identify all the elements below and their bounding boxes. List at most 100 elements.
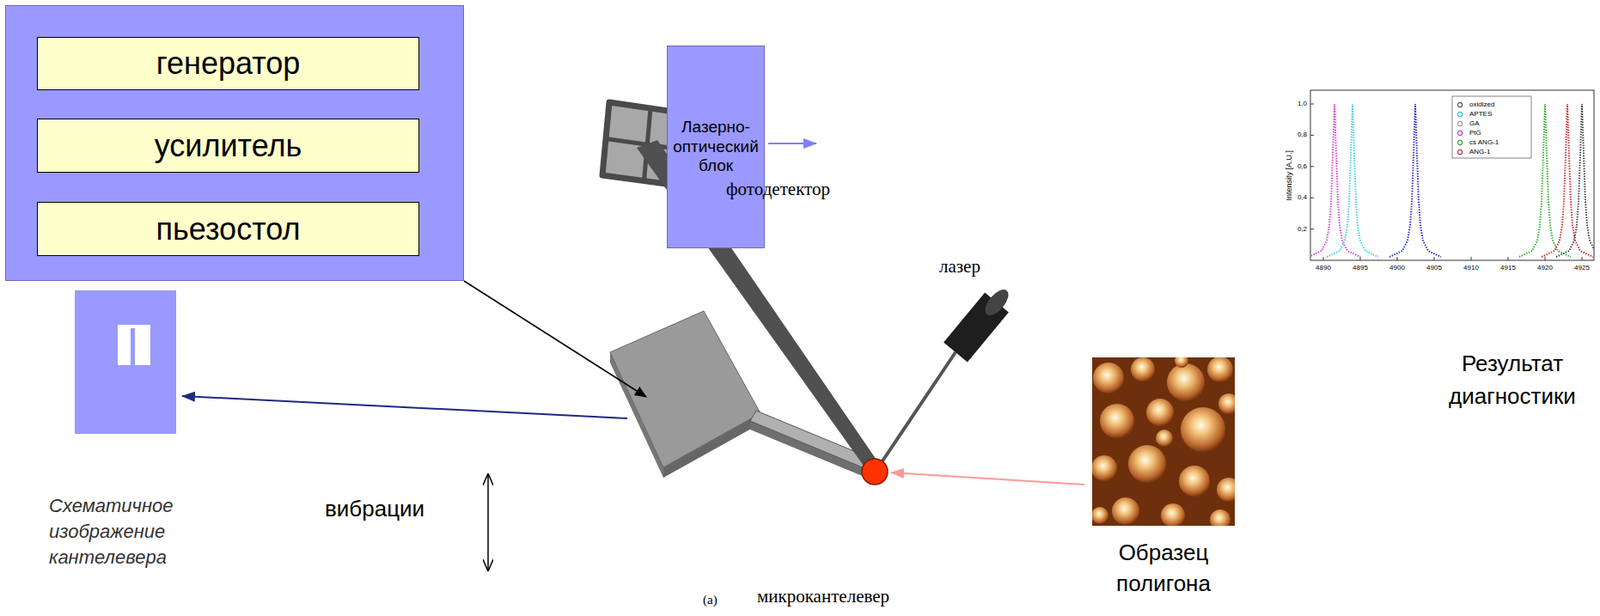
sample-grain bbox=[1130, 357, 1155, 382]
sample-grain bbox=[1218, 393, 1235, 415]
legend-frame bbox=[1452, 96, 1532, 159]
sample-grain bbox=[1216, 477, 1235, 502]
axis-tick-label: 4915 bbox=[1496, 263, 1521, 273]
sample-grain bbox=[1092, 506, 1109, 525]
module-box: генератор bbox=[36, 36, 420, 91]
legend-marker bbox=[1455, 128, 1465, 138]
legend-row: GA bbox=[1455, 118, 1499, 129]
legend-marker-dot bbox=[1457, 149, 1462, 154]
box-text: пьезостол bbox=[156, 211, 301, 247]
legend-text: GA bbox=[1469, 118, 1480, 129]
box-text: генератор bbox=[156, 45, 301, 81]
axis-tick-label: 4890 bbox=[1311, 263, 1336, 273]
peak bbox=[1556, 103, 1594, 257]
leader-line bbox=[182, 396, 628, 419]
tick bbox=[1310, 103, 1314, 105]
tick bbox=[1545, 256, 1546, 261]
sample-ground bbox=[1092, 357, 1235, 526]
device-block: генератор усилитель пьезостол bbox=[5, 5, 465, 281]
platform-top bbox=[610, 311, 761, 468]
box-text: Лазерно-оптический блок bbox=[671, 117, 760, 177]
tick bbox=[1310, 165, 1314, 167]
sample-grain bbox=[1209, 509, 1231, 526]
sample-grain bbox=[1128, 445, 1167, 483]
legend-marker-dot bbox=[1457, 121, 1462, 126]
result-caption: Результат диагностики bbox=[1426, 347, 1599, 413]
sample-grain bbox=[1160, 503, 1185, 526]
optical-unit-box: Лазерно-оптический блок bbox=[666, 45, 765, 249]
legend-row: oxidized bbox=[1455, 99, 1499, 110]
vibration-arrow bbox=[487, 474, 489, 571]
legend-row: ANG-1 bbox=[1455, 146, 1499, 157]
laser-beam bbox=[878, 352, 956, 468]
box-text: усилитель bbox=[154, 128, 303, 164]
axis-tick-label: 0,2 bbox=[1288, 225, 1307, 234]
legend-row: cs ANG-1 bbox=[1455, 137, 1499, 147]
axis-tick-label: 0,8 bbox=[1288, 130, 1307, 140]
peak bbox=[1541, 103, 1594, 257]
legend-marker-dot bbox=[1457, 140, 1462, 145]
legend-row: APTES bbox=[1455, 109, 1499, 119]
part-label: лазер bbox=[939, 256, 981, 277]
axis-tick-label: 4905 bbox=[1422, 263, 1447, 273]
cantilever-slot bbox=[117, 324, 151, 366]
peak bbox=[1326, 103, 1379, 257]
leader-line bbox=[464, 280, 647, 397]
legend-text: cs ANG-1 bbox=[1469, 137, 1499, 147]
caption-text: Схематичное изображение кантелевера bbox=[48, 493, 196, 571]
image-caption: Образец полигона bbox=[1090, 537, 1237, 599]
module-box: пьезостол bbox=[36, 201, 420, 257]
sample-grain bbox=[1174, 357, 1189, 368]
part-label: микрокантелевер bbox=[757, 586, 890, 607]
axis-tick-label: 4925 bbox=[1569, 263, 1594, 273]
axis-ticks bbox=[1310, 103, 1582, 261]
legend-text: oxidized bbox=[1469, 99, 1495, 110]
cantilever-schematic: Схематичное изображение кантелевера bbox=[48, 290, 221, 575]
probe-spot bbox=[861, 458, 888, 485]
sample-grain bbox=[1146, 398, 1174, 427]
cantilever-beam-mark bbox=[130, 328, 135, 366]
module-box: усилитель bbox=[36, 118, 420, 173]
sample-grain bbox=[1093, 362, 1124, 394]
legend-text: PtG bbox=[1469, 128, 1482, 138]
axis-tick-label: 1,0 bbox=[1288, 99, 1307, 109]
legend-marker-dot bbox=[1457, 130, 1462, 135]
leader-line bbox=[891, 472, 1085, 485]
tick bbox=[1310, 228, 1314, 230]
chart-legend: oxidizedAPTESGAPtGcs ANG-1ANG-1 bbox=[1455, 99, 1499, 157]
tick bbox=[1471, 256, 1472, 261]
axis-tick-label: 4910 bbox=[1459, 263, 1484, 273]
tick bbox=[1434, 256, 1436, 261]
legend-row: PtG bbox=[1455, 128, 1499, 138]
leader-line bbox=[768, 142, 817, 145]
figure-tag: (a) bbox=[702, 592, 718, 608]
sample-grain bbox=[1111, 497, 1140, 526]
peak bbox=[1389, 103, 1442, 257]
legend-marker bbox=[1455, 119, 1465, 129]
legend-text: APTES bbox=[1469, 109, 1492, 119]
axis-tick-label: 0,4 bbox=[1288, 193, 1307, 202]
tick bbox=[1581, 256, 1583, 261]
tick bbox=[1310, 134, 1314, 136]
tick bbox=[1310, 197, 1314, 199]
axis-title: Intensity [A.U.] bbox=[1284, 136, 1294, 214]
legend-marker-dot bbox=[1457, 111, 1462, 117]
sample-grain bbox=[1092, 455, 1118, 482]
sample-grain bbox=[1207, 357, 1234, 383]
sample-grain bbox=[1180, 407, 1226, 452]
motion-label: вибрации bbox=[324, 496, 425, 523]
axis-tick-label: 4900 bbox=[1385, 263, 1410, 273]
tick bbox=[1323, 256, 1325, 261]
tick bbox=[1508, 256, 1509, 261]
part-label: фотодетектор bbox=[726, 178, 831, 200]
legend-marker bbox=[1455, 147, 1465, 157]
legend-marker bbox=[1455, 100, 1465, 110]
sample-grain bbox=[1099, 403, 1135, 439]
tick bbox=[1397, 256, 1399, 261]
axis-tick-label: 0,6 bbox=[1288, 162, 1307, 171]
legend-marker bbox=[1455, 138, 1465, 147]
plot-frame bbox=[1310, 90, 1594, 261]
legend-text: ANG-1 bbox=[1469, 146, 1491, 157]
axis-tick-label: 4895 bbox=[1348, 263, 1373, 273]
